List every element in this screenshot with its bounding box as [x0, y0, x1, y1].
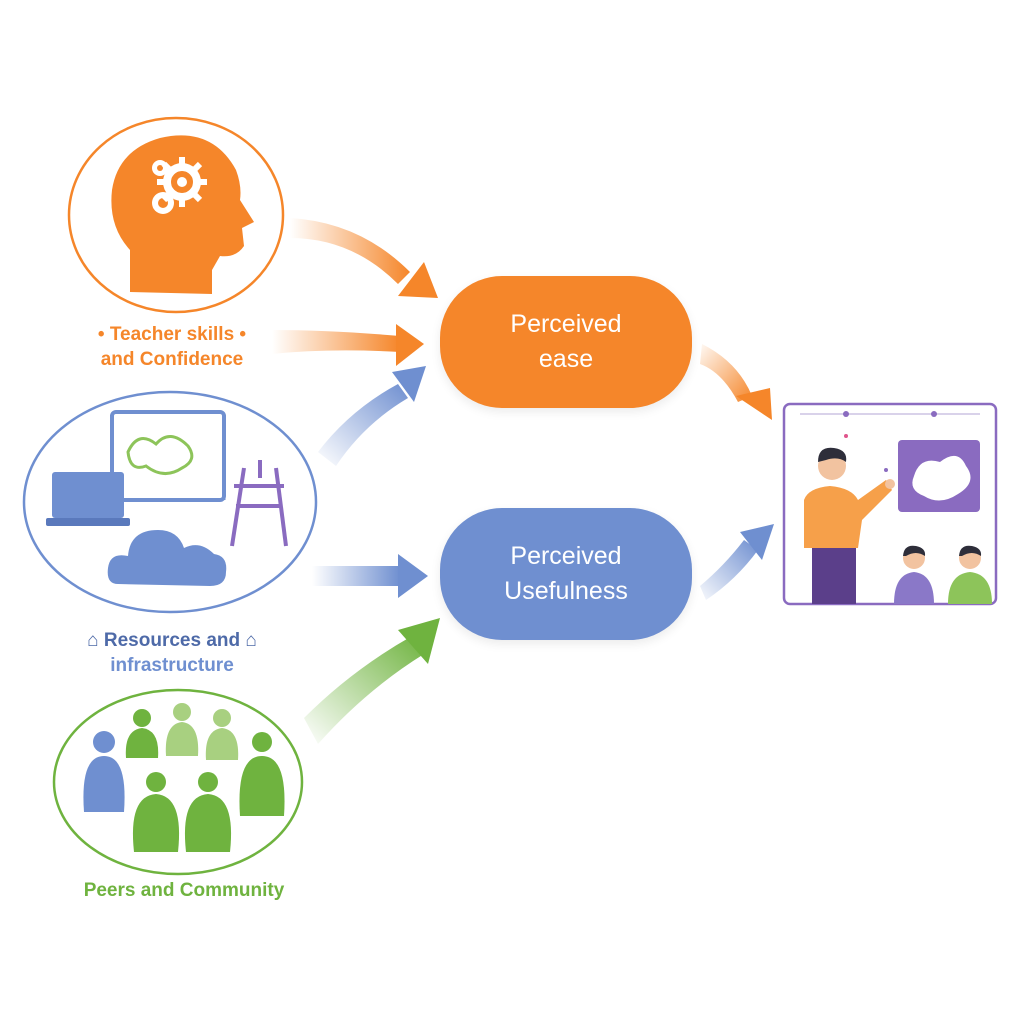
- resources-circle: [22, 390, 318, 614]
- person-icon: [184, 772, 232, 852]
- arrow-resources-to-ease: [318, 366, 426, 466]
- peers-label: Peers and Community: [64, 878, 304, 903]
- classroom-teacher-students-icon: [782, 402, 998, 606]
- arrow-ease-to-outcome: [700, 344, 772, 420]
- group-of-people-icon: [83, 703, 285, 852]
- resources-label-line2: infrastructure: [110, 655, 234, 676]
- teacher-skills-label-line2: and Confidence: [100, 349, 244, 370]
- person-icon: [205, 709, 239, 760]
- resources-label: ⌂ Resources and ⌂ infrastructure: [72, 628, 272, 678]
- perceived-usefulness-line1: Perceived: [510, 542, 622, 570]
- teacher-skills-label: • Teacher skills • and Confidence: [72, 322, 272, 372]
- perceived-ease-line1: Perceived: [510, 310, 622, 338]
- person-icon: [83, 731, 125, 812]
- perceived-ease-line2: ease: [538, 345, 594, 373]
- perceived-usefulness-line2: Usefulness: [504, 577, 628, 605]
- resources-label-line1: ⌂ Resources and ⌂: [87, 630, 257, 651]
- perceived-ease-node: Perceived ease: [440, 276, 692, 408]
- peers-circle: [52, 688, 304, 876]
- arrow-teacher-to-ease-1: [290, 218, 438, 298]
- arrow-peers-to-usefulness: [304, 618, 440, 744]
- person-icon: [125, 709, 159, 758]
- teacher-skills-label-line1: • Teacher skills •: [97, 324, 247, 345]
- peers-label-line1: Peers and Community: [83, 880, 285, 901]
- arrow-teacher-to-ease-2: [272, 324, 424, 366]
- teacher-skills-circle: [67, 116, 285, 314]
- arrow-usefulness-to-outcome: [700, 524, 774, 600]
- head-with-gears-icon: [111, 135, 254, 294]
- person-icon: [239, 732, 285, 816]
- arrow-resources-to-usefulness: [312, 554, 428, 598]
- laptop-screen-easel-cloud-icon: [46, 410, 288, 586]
- perceived-usefulness-node: Perceived Usefulness: [440, 508, 692, 640]
- person-icon: [132, 772, 180, 852]
- person-icon: [165, 703, 199, 756]
